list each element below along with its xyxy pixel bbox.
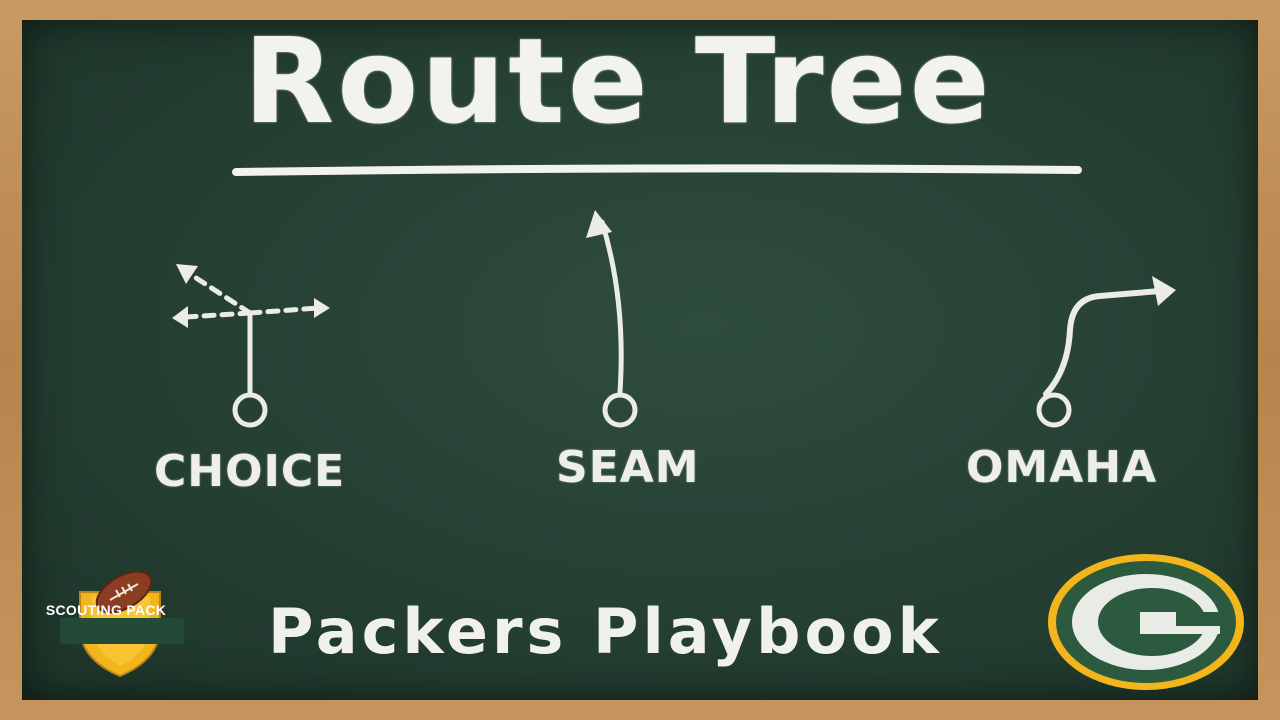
choice-arrow-up-left — [176, 264, 198, 284]
scouting-pack-badge — [60, 570, 184, 678]
title-underline — [232, 164, 1082, 176]
omaha-route — [1036, 288, 1163, 428]
route-label-omaha: OMAHA — [966, 442, 1158, 493]
route-label-choice: CHOICE — [154, 446, 346, 497]
packers-g-logo — [1048, 554, 1244, 690]
seam-route — [599, 219, 638, 428]
choice-arrow-left — [172, 306, 188, 328]
badge-label: SCOUTING PACK — [45, 602, 167, 618]
chalkboard — [22, 20, 1258, 700]
choice-arrow-right — [314, 298, 330, 318]
choice-route — [183, 271, 321, 428]
omaha-arrow — [1152, 276, 1176, 306]
seam-arrow — [586, 210, 612, 238]
route-label-seam: SEAM — [556, 442, 700, 493]
footer-title: Packers Playbook — [268, 595, 943, 668]
football-icon — [95, 570, 153, 614]
page-title: Route Tree — [243, 12, 993, 150]
